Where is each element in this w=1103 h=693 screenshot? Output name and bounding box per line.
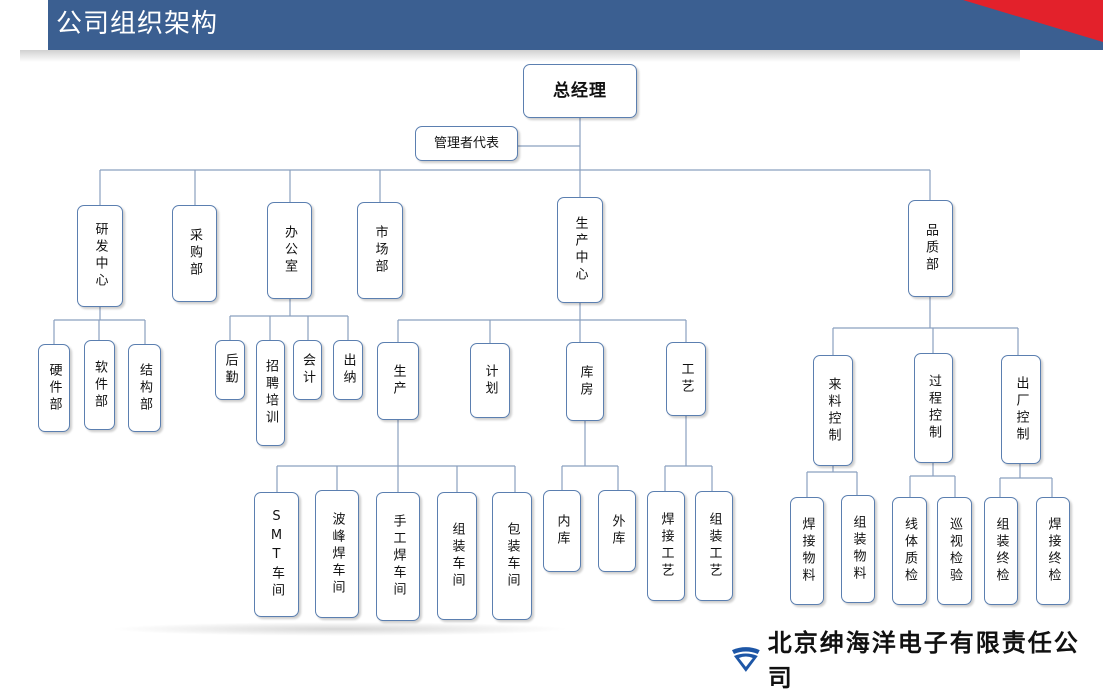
node-outgoing-control: 出厂控制 <box>1001 355 1041 464</box>
node-process: 工艺 <box>666 342 706 416</box>
node-assembly-workshop: 组装车间 <box>437 492 477 620</box>
node-hardware: 硬件部 <box>38 344 70 432</box>
node-packing-workshop: 包装车间 <box>492 492 532 620</box>
node-cashier: 出纳 <box>333 340 363 400</box>
node-assembly-material: 组装物料 <box>841 495 875 603</box>
node-software: 软件部 <box>84 340 115 430</box>
node-welding-process: 焊接工艺 <box>647 491 685 601</box>
node-welding-material: 焊接物料 <box>790 497 824 605</box>
node-inner-warehouse: 内库 <box>543 490 581 572</box>
node-rd-center: 研发中心 <box>77 205 123 307</box>
node-outer-warehouse: 外库 <box>598 490 636 572</box>
node-smt-workshop: SMT车间 <box>254 492 299 617</box>
node-line-inspection: 线体质检 <box>892 497 927 605</box>
page-title: 公司组织架构 <box>56 9 219 39</box>
node-planning: 计划 <box>470 343 510 418</box>
node-office: 办公室 <box>267 202 312 299</box>
node-production: 生产 <box>377 342 419 420</box>
company-logo-icon <box>731 647 760 672</box>
node-incoming-control: 来料控制 <box>813 355 853 466</box>
node-patrol-inspection: 巡视检验 <box>937 497 972 605</box>
red-corner-decoration <box>963 0 1103 42</box>
node-management-representative: 管理者代表 <box>415 126 518 161</box>
node-purchasing: 采购部 <box>172 205 217 302</box>
node-assembly-final-inspection: 组装终检 <box>984 497 1018 605</box>
node-warehouse: 库房 <box>566 342 604 421</box>
node-quality: 品质部 <box>908 200 953 297</box>
node-logistics: 后勤 <box>215 340 245 400</box>
node-general-manager: 总经理 <box>523 64 637 118</box>
node-recruitment: 招聘培训 <box>256 340 285 446</box>
header-shadow <box>20 50 1020 62</box>
node-production-center: 生产中心 <box>557 197 603 303</box>
node-welding-final-inspection: 焊接终检 <box>1036 497 1070 605</box>
node-accounting: 会计 <box>293 340 322 400</box>
node-structure: 结构部 <box>128 344 161 432</box>
node-hand-soldering-workshop: 手工焊车间 <box>376 492 420 621</box>
bottom-shadow <box>110 622 570 636</box>
header-bar: 公司组织架构 <box>48 0 1103 50</box>
node-wave-soldering-workshop: 波峰焊车间 <box>315 490 359 618</box>
node-assembly-process: 组装工艺 <box>695 491 733 601</box>
node-process-control: 过程控制 <box>914 353 953 463</box>
node-marketing: 市场部 <box>357 202 403 299</box>
company-logo: 北京绅海洋电子有限责任公司 <box>730 628 1103 692</box>
